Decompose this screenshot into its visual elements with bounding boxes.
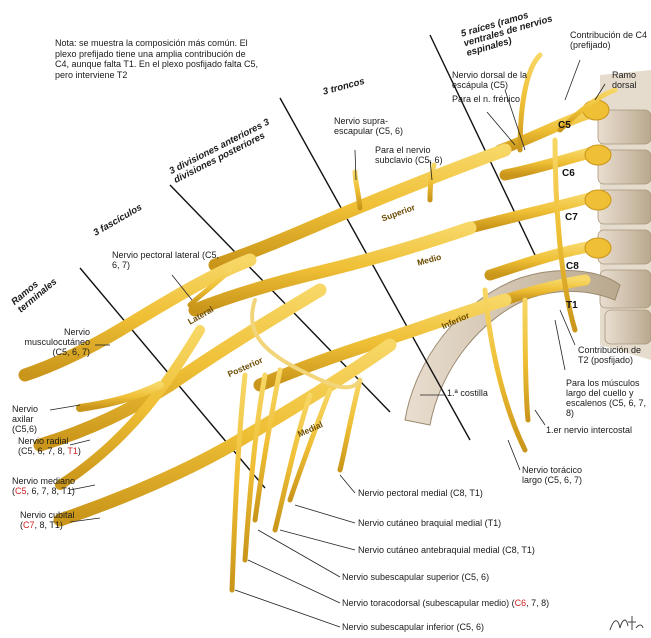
radial-roots-red: T1 [67,446,78,456]
label-nervio-cubital-roots: (C7, 8, T1) [20,520,75,530]
label-nervio-subescapular-inferior: Nervio subescapular inferior (C5, 6) [342,622,484,632]
label-nervio-axilar: Nervio axilar (C5,6) [12,404,52,434]
label-nervio-musculocutaneo: Nervio musculocutáneo (C5, 6, 7) [10,327,90,357]
label-nervio-cutaneo-antebraquial: Nervio cutáneo antebraquial medial (C8, … [358,545,535,555]
toracodorsal-values: , 7, 8) [526,598,549,608]
cubital-roots-red: C7 [23,520,35,530]
toracodorsal-red: C6 [515,598,527,608]
root-tag-c7: C7 [565,212,578,223]
artist-signature [606,612,646,636]
cubital-roots-text: , 8, T1) [35,520,63,530]
label-nervio-supraescapular: Nervio supra-escapular (C5, 6) [334,116,414,136]
toracodorsal-text: Nervio toracodorsal (subescapular medio)… [342,598,515,608]
label-nervio-subclavio: Para el nervio subclavio (C5, 6) [375,145,465,165]
label-primer-nervio-intercostal: 1.er nervio intercostal [546,425,632,435]
label-nervio-toracodorsal: Nervio toracodorsal (subescapular medio)… [342,598,549,608]
label-nervio-toracico-largo: Nervio torácico largo (C5, 6, 7) [522,465,602,485]
label-nervio-mediano: Nervio mediano (C5, 6, 7, 8, T1) [12,476,75,496]
radial-roots-text: (C5, 6, 7, 8, [18,446,67,456]
label-contribucion-t2: Contribución de T2 (posfijado) [578,345,650,365]
label-nervio-pectoral-lateral: Nervio pectoral lateral (C5, 6, 7) [112,250,222,270]
root-tag-c6: C6 [562,168,575,179]
mediano-roots-text: , 6, 7, 8, T1) [27,486,75,496]
root-tag-c5: C5 [558,120,571,131]
label-nervio-cubital: Nervio cubital (C7, 8, T1) [20,510,75,530]
label-nervio-radial-name: Nervio radial [18,436,81,446]
label-nervio-mediano-roots: (C5, 6, 7, 8, T1) [12,486,75,496]
label-nervio-radial-roots: (C5, 6, 7, 8, T1) [18,446,81,456]
label-nervio-subescapular-superior: Nervio subescapular superior (C5, 6) [342,572,489,582]
label-nervio-dorsal-escapula: Nervio dorsal de la escápula (C5) [452,70,557,90]
root-tag-c8: C8 [566,261,579,272]
nerve-paths [25,55,615,590]
mediano-roots-red: C5 [15,486,27,496]
label-nervio-pectoral-medial: Nervio pectoral medial (C8, T1) [358,488,483,498]
root-tag-t1: T1 [566,300,578,311]
radial-roots-close: ) [78,446,81,456]
label-contribucion-c4: Contribución de C4 (prefijado) [570,30,650,50]
label-primera-costilla: 1.ª costilla [447,388,488,398]
label-ramo-dorsal: Ramo dorsal [612,70,650,90]
label-nervio-radial: Nervio radial (C5, 6, 7, 8, T1) [18,436,81,456]
label-nervio-cubital-name: Nervio cubital [20,510,75,520]
label-musculos-largo-cuello: Para los músculos largo del cuello y esc… [566,378,650,418]
label-nervio-mediano-name: Nervio mediano [12,476,75,486]
label-nervio-frenico: Para el n. frénico [452,94,522,104]
note-text: Nota: se muestra la composición más comú… [55,38,260,80]
label-nervio-cutaneo-braquial: Nervio cutáneo braquial medial (T1) [358,518,501,528]
